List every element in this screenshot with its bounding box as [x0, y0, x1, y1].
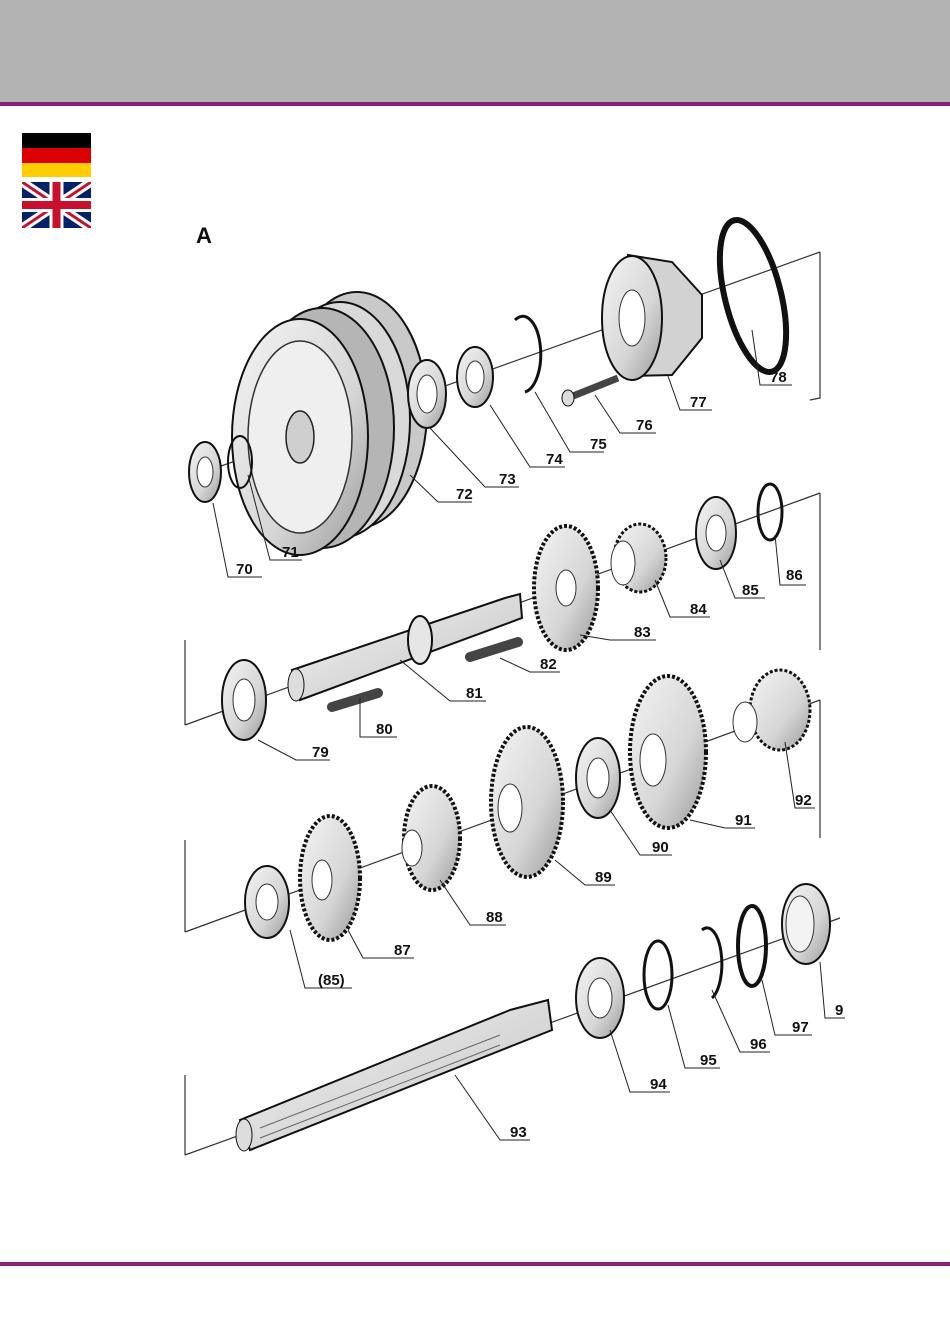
part-label: 94: [650, 1076, 667, 1093]
part-label: 78: [770, 369, 787, 386]
part-label: 75: [590, 436, 607, 453]
part-label: 88: [486, 909, 503, 926]
footer-rule: [0, 1262, 950, 1266]
bearing-part: [222, 660, 266, 740]
part-label: 93: [510, 1124, 527, 1141]
part-label: 95: [700, 1052, 717, 1069]
part-label: 96: [750, 1036, 767, 1053]
part-label: 83: [634, 624, 651, 641]
pulley-part: [232, 292, 427, 555]
part-label: 74: [546, 451, 563, 468]
part-label: 81: [466, 685, 483, 702]
part-label: 87: [394, 942, 411, 959]
part-label: 92: [795, 792, 812, 809]
header-rule: [0, 102, 950, 106]
part-label: 91: [735, 812, 752, 829]
part-label: 73: [499, 471, 516, 488]
part-label: 76: [636, 417, 653, 434]
page-header-band: [0, 0, 950, 102]
nut-part: [189, 442, 221, 502]
part-label: 79: [312, 744, 329, 761]
part-label: 70: [236, 561, 253, 578]
part-label: (85): [318, 972, 345, 989]
splined-shaft-part: [236, 1000, 552, 1151]
gasket-part: [707, 214, 799, 379]
uk-flag-icon[interactable]: [22, 182, 91, 228]
part-label: 84: [690, 601, 707, 618]
part-label: 77: [690, 394, 707, 411]
part-label: 97: [792, 1019, 809, 1036]
part-label: 86: [786, 567, 803, 584]
snap-ring-part: [758, 484, 782, 540]
part-label: 80: [376, 721, 393, 738]
bushing-part: [782, 884, 830, 964]
part-label: 82: [540, 656, 557, 673]
part-label: 90: [652, 839, 669, 856]
german-flag-icon[interactable]: [22, 133, 91, 177]
part-label: 89: [595, 869, 612, 886]
part-label: 72: [456, 486, 473, 503]
part-label: 71: [282, 544, 299, 561]
flange-part: [602, 255, 702, 380]
bearing-part: [576, 958, 624, 1038]
part-label: 9: [835, 1002, 843, 1019]
figure-label: A: [196, 223, 212, 248]
bolt-part: [562, 378, 618, 406]
circlip-part: [515, 316, 541, 392]
part-label: 85: [742, 582, 759, 599]
bearing-part: [696, 497, 736, 569]
exploded-parts-diagram: A: [175, 210, 855, 1170]
snap-ring-part: [644, 906, 766, 1009]
